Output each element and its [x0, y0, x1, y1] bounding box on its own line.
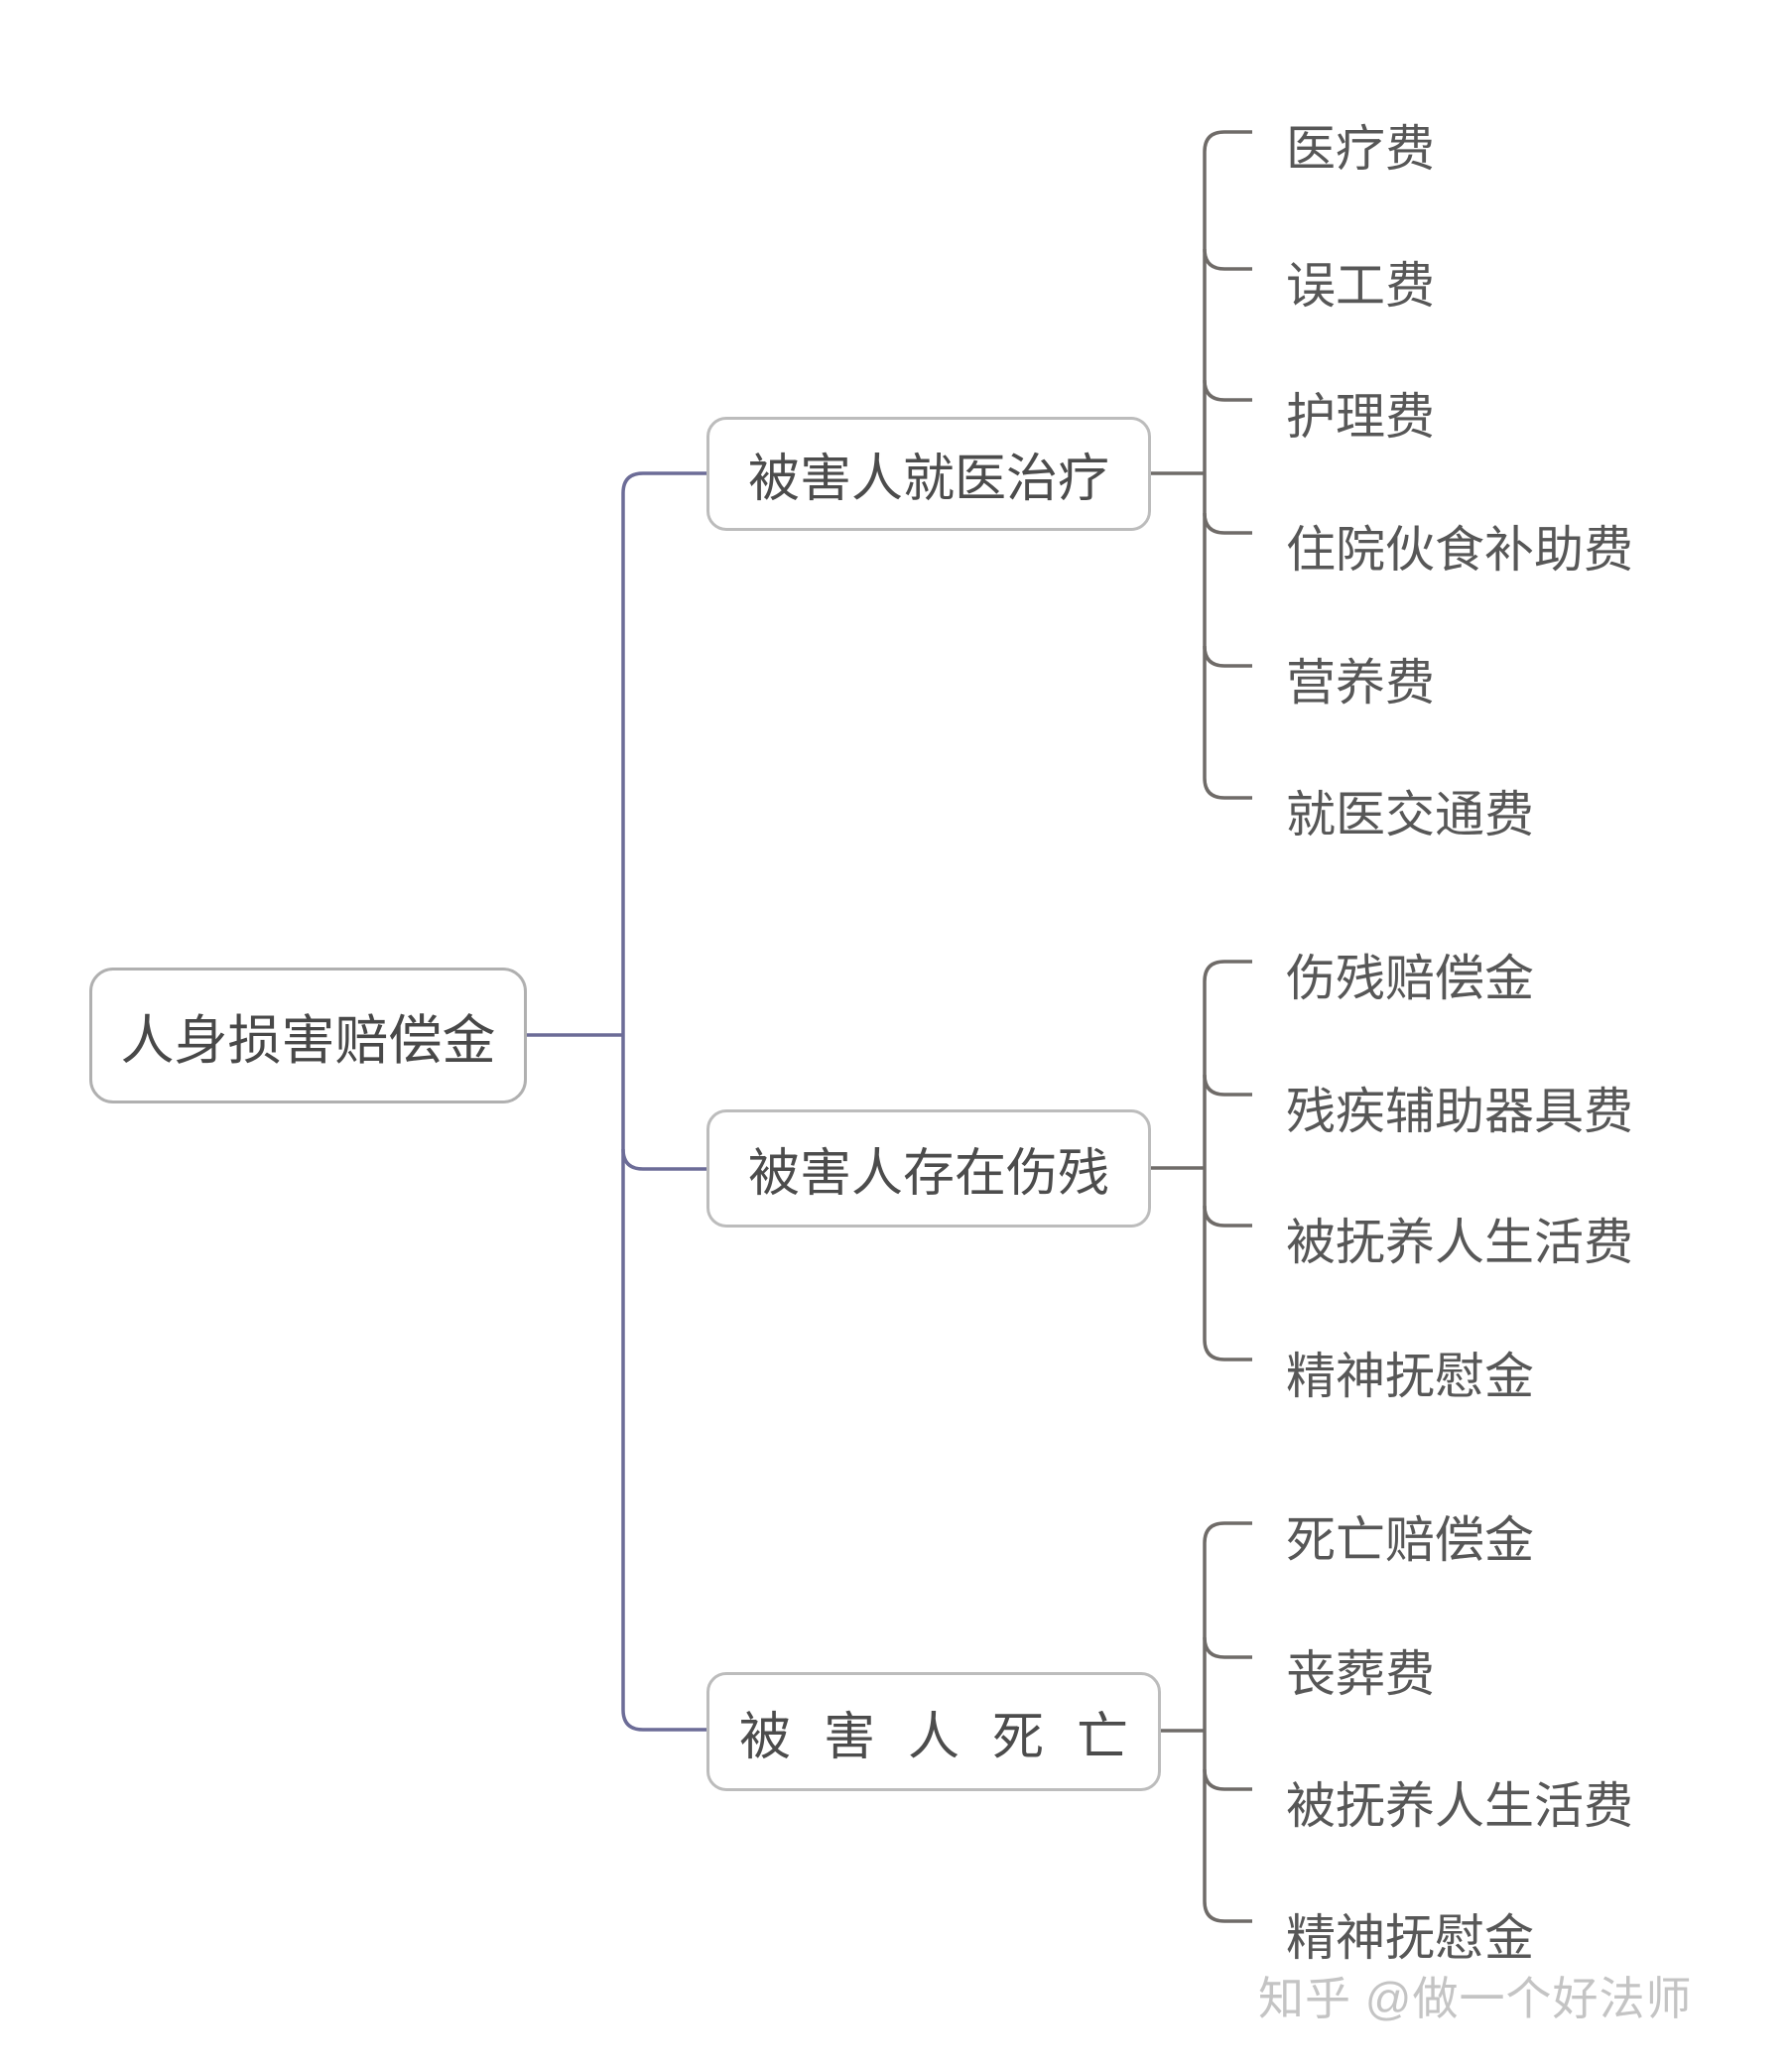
branch1-tick-line [1203, 512, 1252, 535]
leaf-node: 丧葬费 [1286, 1646, 1435, 1702]
branch1-tick-line [1203, 379, 1252, 402]
branch-node-death: 被害人死亡 [706, 1672, 1161, 1791]
branch2-connector-group [1151, 960, 1252, 1361]
root-node: 人身损害赔偿金 [89, 968, 527, 1103]
branch-node-label: 被害人就医治疗 [747, 451, 1109, 508]
leaf-node: 残疾辅助器具费 [1286, 1084, 1633, 1139]
branch2-trunk-line [1203, 960, 1252, 1361]
branch1-tick-line [1203, 645, 1252, 668]
leaf-node: 营养费 [1286, 655, 1435, 711]
branch3-tick-line [1203, 1768, 1252, 1791]
leaf-node: 精神抚慰金 [1286, 1910, 1534, 1966]
branch1-trunk-line [1203, 130, 1252, 800]
branch-node-label: 被害人存在伤残 [747, 1145, 1109, 1203]
branch-node-label: 被害人死亡 [738, 1708, 1161, 1766]
leaf-node: 被抚养人生活费 [1286, 1778, 1633, 1834]
leaf-node: 就医交通费 [1286, 787, 1534, 842]
leaf-node: 住院伙食补助费 [1286, 522, 1633, 578]
root-trunk-line [621, 471, 706, 1732]
leaf-node: 护理费 [1286, 389, 1435, 445]
leaf-node: 伤残赔偿金 [1286, 951, 1534, 1006]
branch1-tick-line [1203, 248, 1252, 271]
branch2-tick-line [1203, 1074, 1252, 1097]
branch-node-medical-treatment: 被害人就医治疗 [706, 417, 1151, 531]
leaf-node: 误工费 [1286, 258, 1435, 314]
root-node-label: 人身损害赔偿金 [120, 1011, 496, 1071]
branch1-connector-group [1151, 130, 1252, 800]
root-connector-group [527, 471, 706, 1732]
branch3-connector-group [1161, 1521, 1252, 1923]
leaf-node: 被抚养人生活费 [1286, 1215, 1633, 1270]
branch3-tick-line [1203, 1636, 1252, 1659]
leaf-node: 精神抚慰金 [1286, 1349, 1534, 1404]
watermark: 知乎 @做一个好法师 [1258, 1973, 1693, 2024]
leaf-node: 医疗费 [1286, 121, 1435, 177]
branch-node-disability: 被害人存在伤残 [706, 1109, 1151, 1228]
branch3-trunk-line [1203, 1521, 1252, 1923]
root-elbow-branch2-line [621, 1148, 706, 1171]
branch2-tick-line [1203, 1205, 1252, 1228]
leaf-node: 死亡赔偿金 [1286, 1512, 1534, 1568]
